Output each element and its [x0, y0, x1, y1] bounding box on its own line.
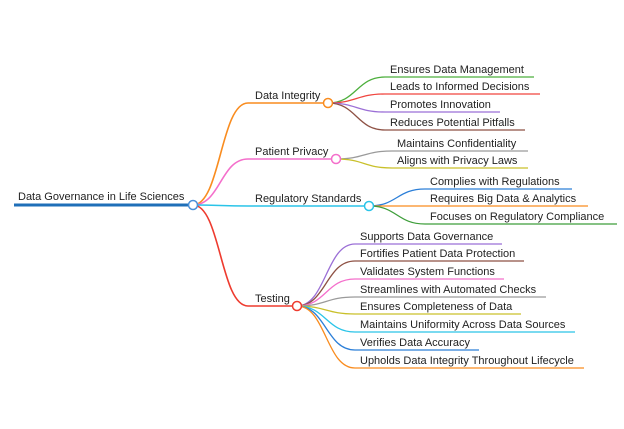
root-node[interactable] [187, 199, 199, 211]
branch-line-3 [192, 204, 297, 307]
branch-node[interactable] [291, 300, 303, 312]
leaf-label: Ensures Data Management [390, 64, 524, 76]
branch-node[interactable] [330, 153, 342, 165]
leaf-line [327, 93, 540, 104]
branch-line-0 [192, 102, 328, 206]
leaf-label: Complies with Regulations [430, 176, 560, 188]
leaf-line [296, 305, 584, 369]
leaf-label: Supports Data Governance [360, 231, 493, 243]
leaf-label: Aligns with Privacy Laws [397, 155, 518, 167]
leaf-label: Reduces Potential Pitfalls [390, 117, 515, 129]
leaf-line [296, 278, 504, 307]
leaf-label: Ensures Completeness of Data [360, 301, 513, 313]
leaf-line [296, 296, 546, 307]
branch-label: Patient Privacy [255, 146, 329, 158]
leaf-label: Focuses on Regulatory Compliance [430, 211, 604, 223]
leaf-label: Upholds Data Integrity Throughout Lifecy… [360, 355, 574, 367]
leaf-label: Streamlines with Automated Checks [360, 284, 537, 296]
branch-label: Regulatory Standards [255, 193, 362, 205]
branch-label: Testing [255, 293, 290, 305]
leaf-line [327, 102, 525, 131]
leaf-label: Verifies Data Accuracy [360, 337, 471, 349]
leaf-label: Maintains Uniformity Across Data Sources [360, 319, 566, 331]
branch-label: Data Integrity [255, 90, 321, 102]
branch-line-1 [192, 158, 336, 206]
branch-node[interactable] [322, 97, 334, 109]
leaf-label: Maintains Confidentiality [397, 138, 517, 150]
leaf-line [296, 260, 524, 307]
leaf-line [335, 158, 528, 169]
leaf-label: Requires Big Data & Analytics [430, 193, 577, 205]
leaf-line [296, 243, 502, 307]
branch-node[interactable] [363, 200, 375, 212]
branch-line-2 [192, 204, 369, 207]
leaf-label: Fortifies Patient Data Protection [360, 248, 515, 260]
leaf-label: Promotes Innovation [390, 99, 491, 111]
root-label: Data Governance in Life Sciences [18, 191, 185, 203]
leaf-line [368, 205, 617, 225]
leaf-label: Leads to Informed Decisions [390, 81, 530, 93]
leaf-label: Validates System Functions [360, 266, 495, 278]
